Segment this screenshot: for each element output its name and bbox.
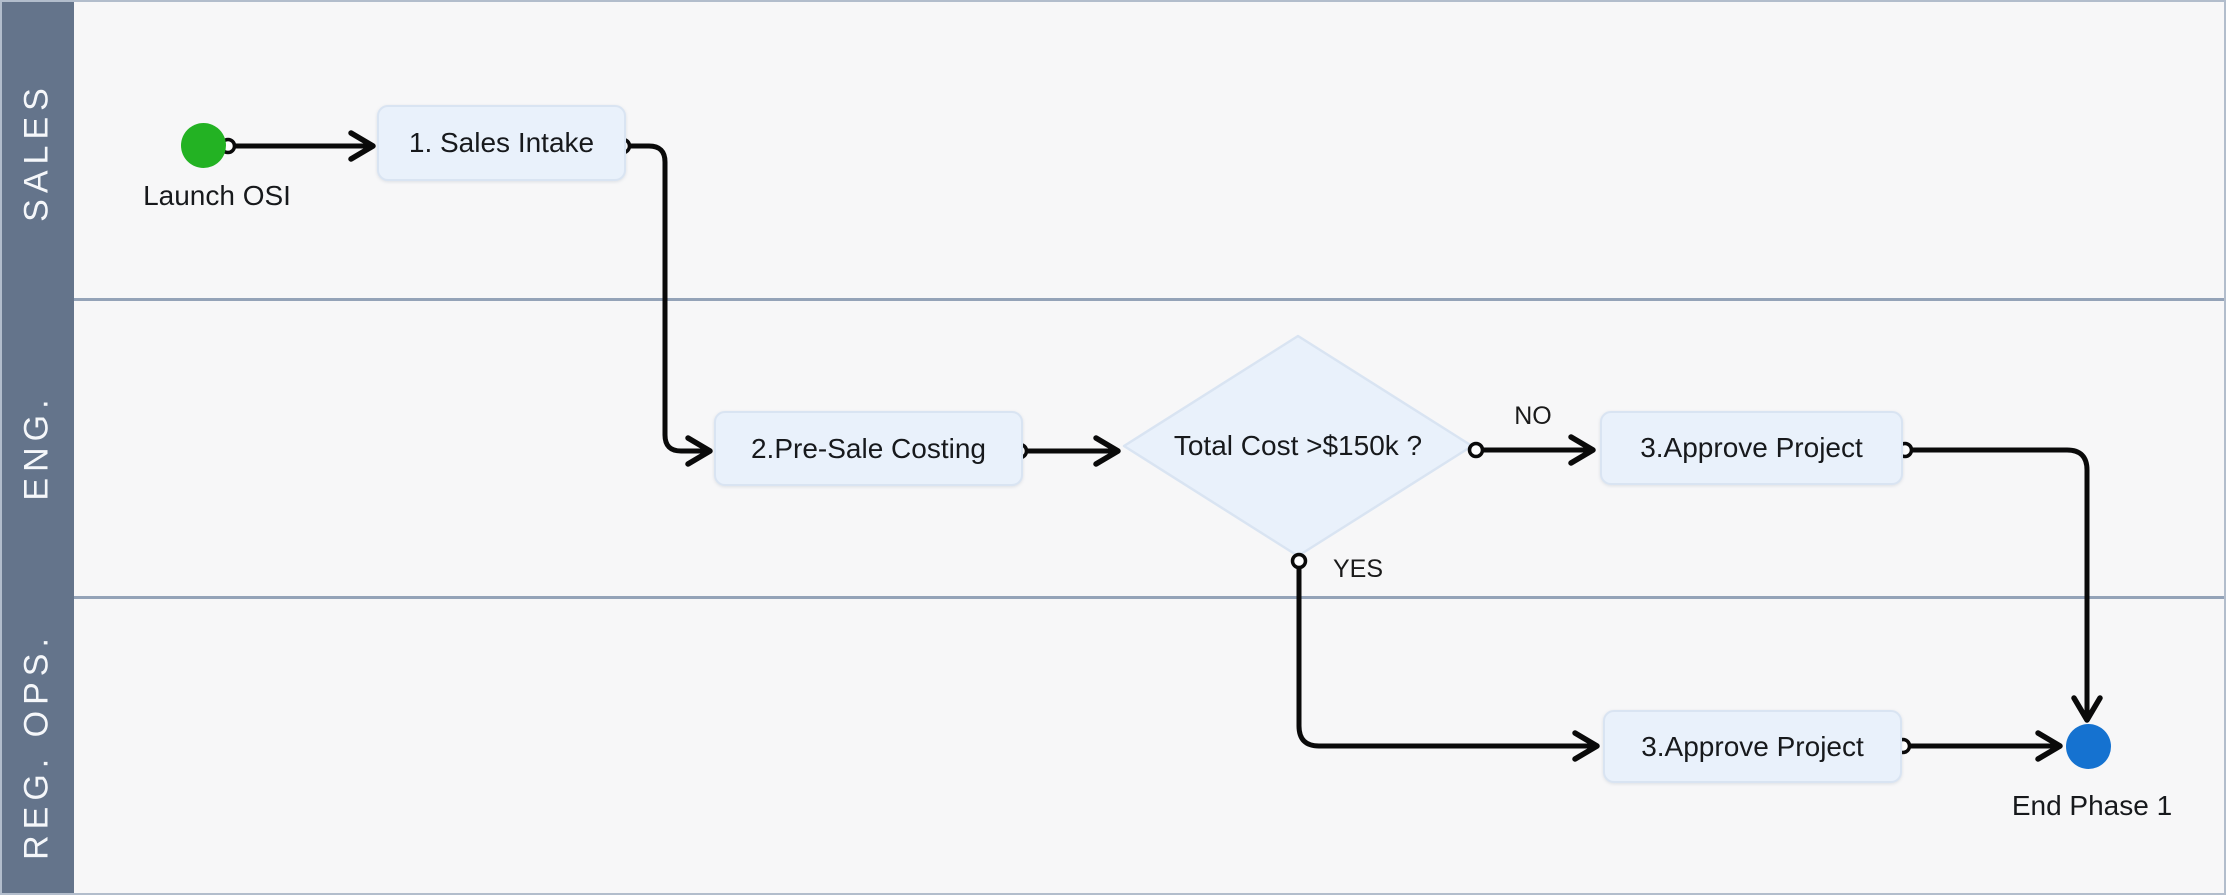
edge-label-no: NO [1514, 402, 1552, 430]
task-approve-project-regops-label: 3.Approve Project [1641, 730, 1864, 762]
task-sales-intake[interactable]: 1. Sales Intake [377, 105, 626, 181]
end-event-node[interactable] [2066, 724, 2111, 769]
port-decision-yes-out[interactable] [1290, 552, 1308, 570]
task-presale-costing[interactable]: 2.Pre-Sale Costing [714, 411, 1023, 486]
task-sales-intake-label: 1. Sales Intake [408, 127, 595, 158]
edge-sales-intake-to-presale-costing[interactable] [626, 143, 713, 467]
task-approve-project-eng-label: 3.Approve Project [1640, 432, 1863, 463]
edge-approve-eng-to-end[interactable] [1909, 447, 2103, 723]
edge-label-yes: YES [1332, 555, 1384, 583]
task-presale-costing-label: 2.Pre-Sale Costing [750, 432, 986, 464]
lane-divider-sales-eng [74, 298, 2224, 301]
task-approve-project-eng[interactable]: 3.Approve Project [1600, 411, 1903, 485]
lane-header-bar [2, 2, 74, 893]
start-event-label: Launch OSI [143, 180, 291, 211]
port-decision-no-out[interactable] [1467, 441, 1485, 459]
lane-divider-eng-regops [74, 596, 2224, 599]
end-event-label: End Phase 1 [2011, 790, 2173, 821]
start-event-node[interactable] [181, 123, 226, 168]
task-approve-project-regops[interactable]: 3.Approve Project [1603, 710, 1902, 783]
decision-label: Total Cost >$150k ? [1173, 430, 1423, 461]
edge-decision-yes-to-approve-regops[interactable] [1296, 565, 1600, 762]
